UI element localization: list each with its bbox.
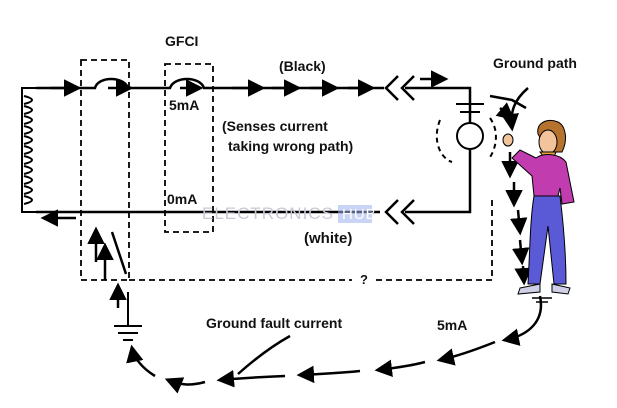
ground-arrows xyxy=(87,226,128,308)
person-hand xyxy=(502,133,514,147)
fault-current-value-label: 5mA xyxy=(437,317,467,333)
person-shirt xyxy=(511,149,575,205)
senses-note-line2: taking wrong path) xyxy=(228,138,353,154)
fault-current-path xyxy=(126,295,543,394)
sense-current-bottom-label: 0mA xyxy=(167,191,197,207)
ground-path-label: Ground path xyxy=(493,55,577,71)
ground-fault-current-label: Ground fault current xyxy=(206,315,342,331)
person-shoes xyxy=(517,283,571,295)
unknown-path-label: ? xyxy=(360,272,368,287)
person-pants xyxy=(527,195,567,285)
person-head xyxy=(538,129,558,155)
ground-path-arrows xyxy=(489,87,532,286)
senses-note-line1: (Senses current xyxy=(222,118,328,134)
watermark-text: ELECTRONICS xyxy=(202,204,334,223)
neutral-wire xyxy=(36,150,472,214)
gfci-boxes xyxy=(80,59,214,281)
white-wire-label: (white) xyxy=(304,230,352,247)
watermark-badge-text: HUB xyxy=(342,206,377,223)
hot-wire-arrows xyxy=(50,70,449,101)
black-wire-label: (Black) xyxy=(279,58,326,74)
sense-current-top-label: 5mA xyxy=(169,97,199,113)
coil-icon xyxy=(21,87,36,213)
gfci-label: GFCI xyxy=(165,33,198,49)
person-figure xyxy=(502,120,575,303)
light-bulb-icon xyxy=(435,103,497,163)
ground-symbol xyxy=(114,292,142,341)
neutral-wire-arrows xyxy=(40,199,415,227)
watermark-badge xyxy=(338,205,372,223)
ground-conductor xyxy=(129,196,493,281)
